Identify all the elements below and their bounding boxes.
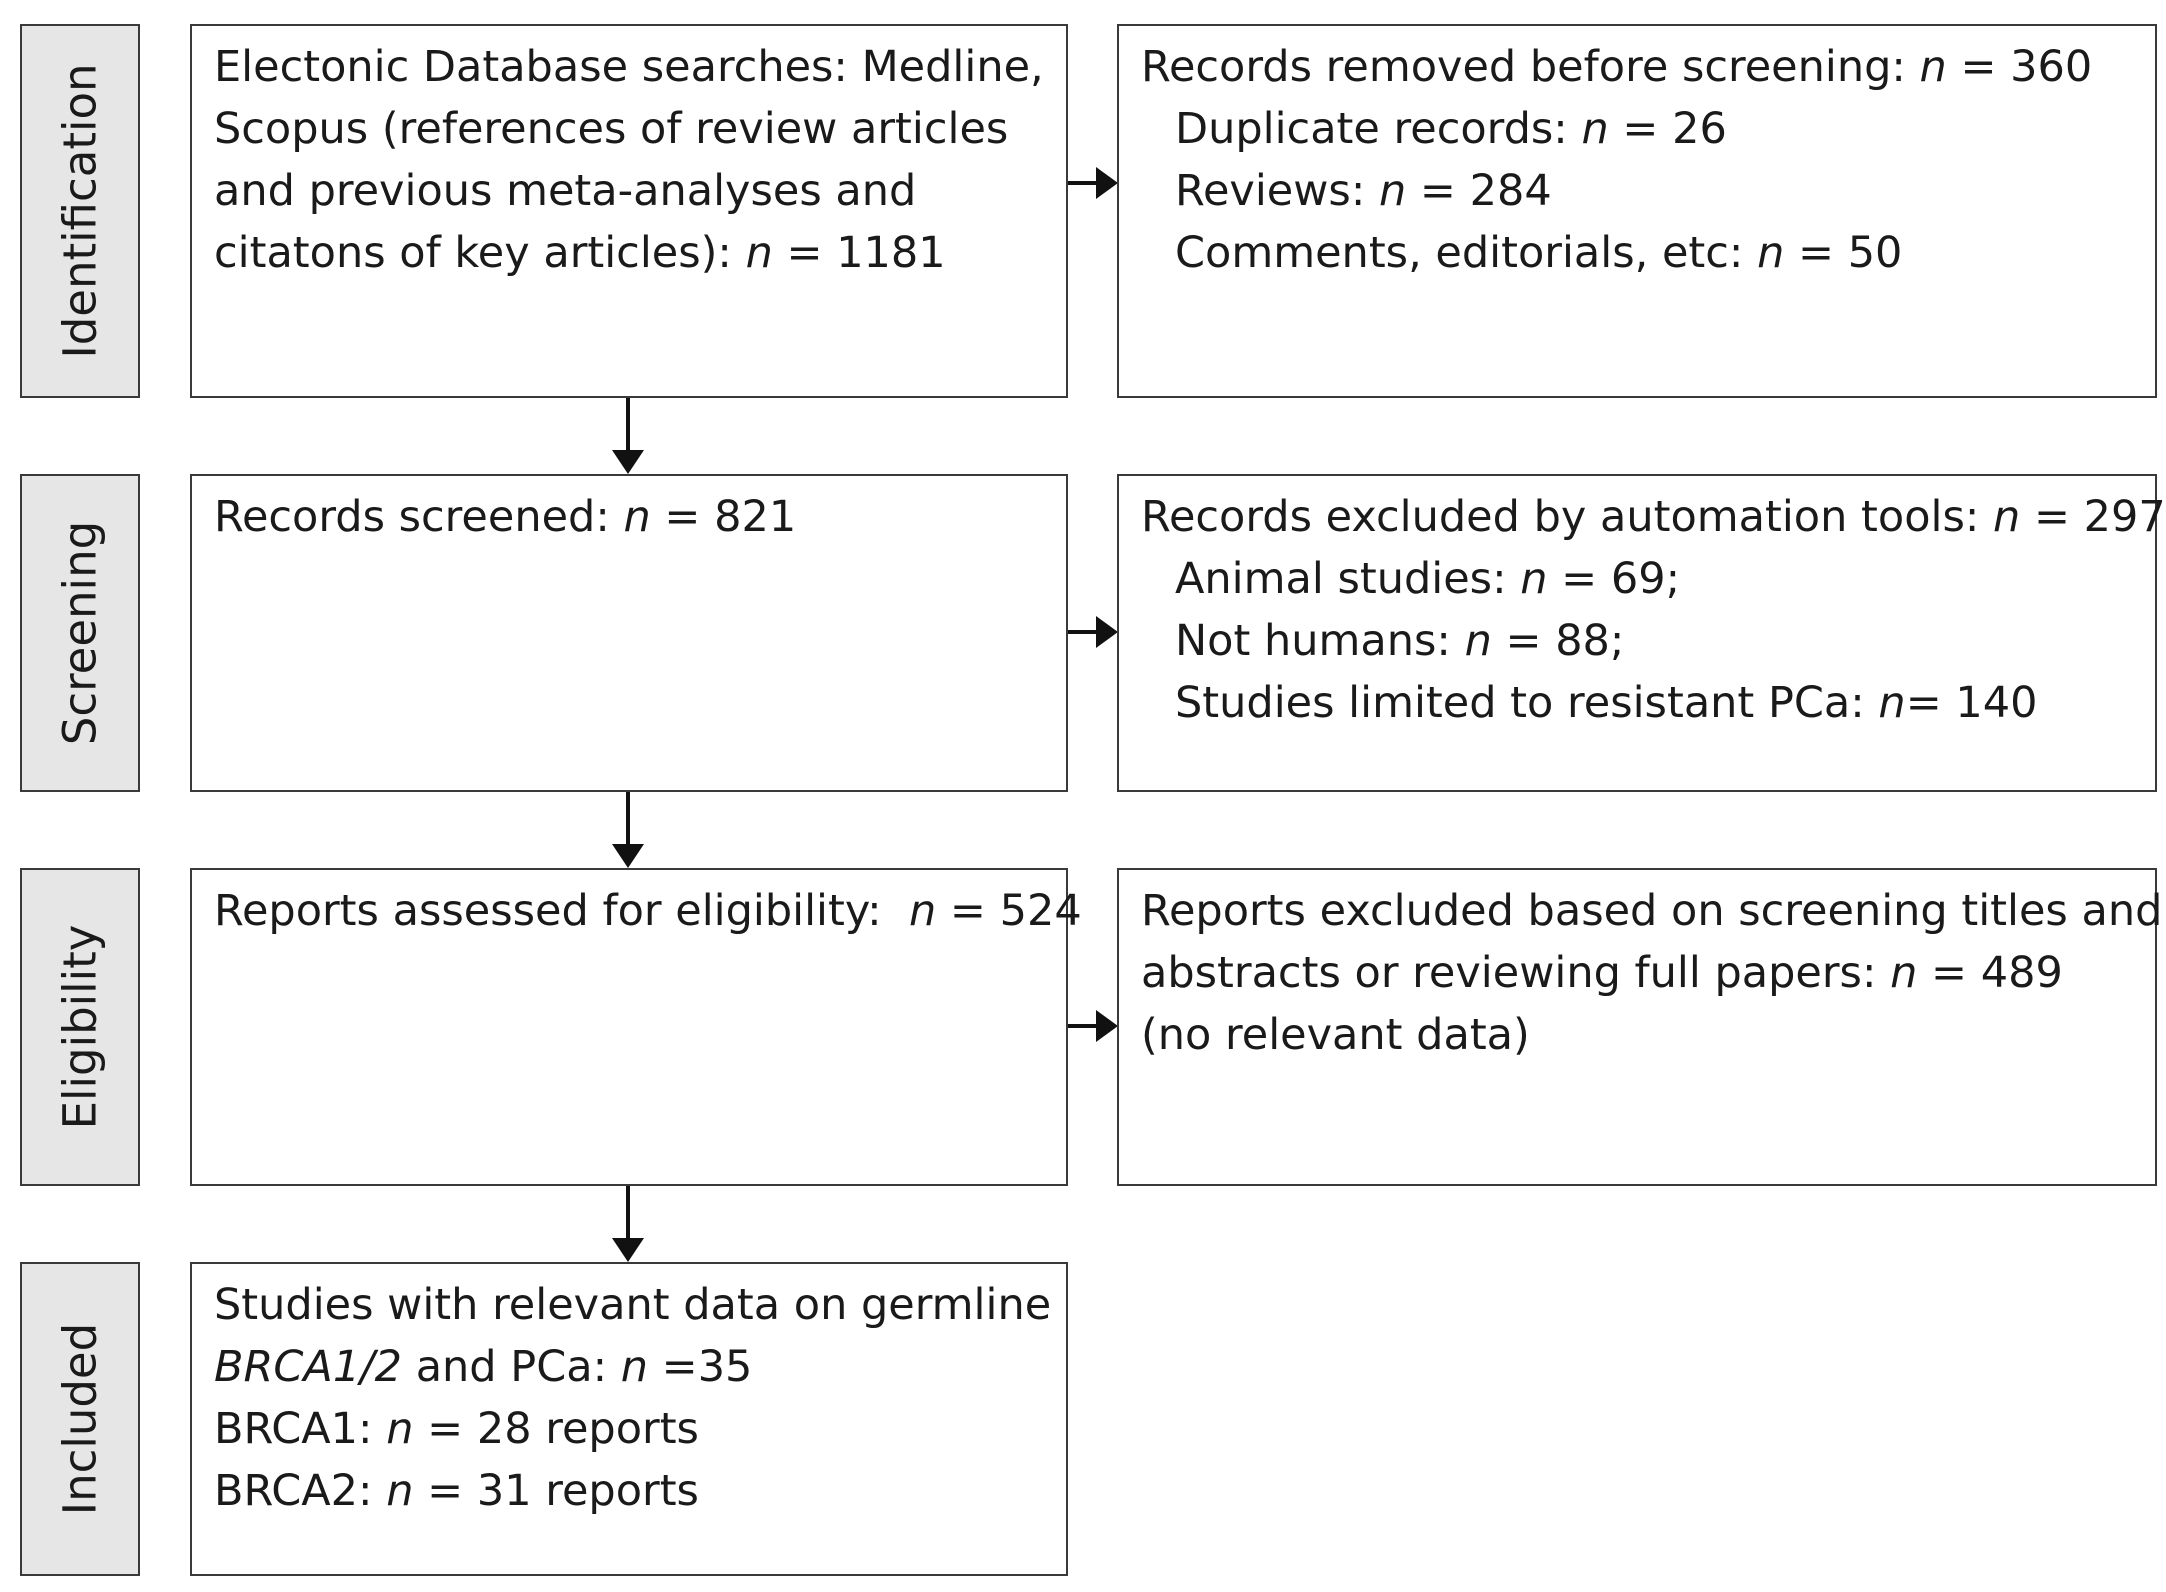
removed-item-duplicates-text: Duplicate records: (1175, 104, 1582, 154)
identified-line-4-text: citatons of key articles): (214, 228, 746, 278)
reports-excluded-line-1: Reports excluded based on screening titl… (1141, 886, 2163, 936)
reviews-count: = 284 (1406, 166, 1552, 216)
included-line-2-text: and PCa: (402, 1342, 621, 1392)
n-symbol: n (1520, 554, 1548, 604)
comments-count: = 50 (1784, 228, 1903, 278)
box-reports-assessed: Reports assessed for eligibility: n = 52… (190, 868, 1082, 1186)
arrowhead-screened-to-assessed (612, 844, 644, 868)
excluded-auto-count: = 297 (2020, 492, 2166, 542)
animal-count: = 69; (1547, 554, 1681, 604)
excluded-item-resistant: Studies limited to resistant PCa: n= 140 (1141, 672, 2133, 734)
box-records-identified: Electonic Database searches: Medline, Sc… (190, 24, 1068, 398)
brca2-label: BRCA2: (214, 1466, 387, 1516)
n-symbol: n (908, 886, 937, 936)
included-line-2: BRCA1/2 and PCa: n =35 (214, 1336, 1044, 1398)
n-symbol: n (1464, 616, 1492, 666)
identified-line-1: Electonic Database searches: Medline, (214, 42, 1044, 92)
assessed-line: Reports assessed for eligibility: n = 52… (214, 880, 1082, 942)
resistant-count: = 140 (1905, 678, 2038, 728)
box-records-removed: Records removed before screening: n = 36… (1117, 24, 2157, 398)
removed-title: Records removed before screening: n = 36… (1141, 36, 2133, 98)
n-symbol: n (1919, 42, 1947, 92)
box-records-screened: Records screened: n = 821 (190, 474, 1068, 792)
removed-title-text: Records removed before screening: (1141, 42, 1920, 92)
removed-item-comments: Comments, editorials, etc: n = 50 (1141, 222, 2133, 284)
stage-eligibility-label: Eligibility (53, 924, 107, 1130)
screened-count: = 821 (650, 492, 797, 542)
arrowhead-assessed-to-included (612, 1238, 644, 1262)
n-symbol: n (1993, 492, 2021, 542)
excluded-item-resistant-text: Studies limited to resistant PCa: (1175, 678, 1879, 728)
n-symbol: n (1890, 948, 1918, 998)
removed-item-duplicates: Duplicate records: n = 26 (1141, 98, 2133, 160)
n-symbol: n (623, 492, 651, 542)
excluded-auto-title: Records excluded by automation tools: n … (1141, 486, 2166, 548)
included-line-1: Studies with relevant data on germline (214, 1280, 1052, 1330)
screened-line: Records screened: n = 821 (214, 486, 1044, 548)
excluded-auto-title-text: Records excluded by automation tools: (1141, 492, 1994, 542)
stage-screening-label: Screening (53, 520, 107, 746)
arrowhead-assessed-to-excluded (1096, 1010, 1118, 1042)
n-symbol: n (386, 1404, 414, 1454)
stage-eligibility: Eligibility (20, 868, 140, 1186)
stage-identification-label: Identification (53, 63, 107, 359)
stage-included-label: Included (53, 1322, 107, 1516)
excluded-item-not-humans: Not humans: n = 88; (1141, 610, 2133, 672)
assessed-count: = 524 (936, 886, 1082, 936)
n-symbol: n (1757, 228, 1785, 278)
removed-count: = 360 (1946, 42, 2093, 92)
stage-identification: Identification (20, 24, 140, 398)
duplicates-count: = 26 (1608, 104, 1727, 154)
reports-excluded-line-2-text: abstracts or reviewing full papers: (1141, 948, 1891, 998)
gene-name: BRCA1/2 (214, 1342, 403, 1392)
reports-excluded-line-2: abstracts or reviewing full papers: n = … (1141, 942, 2133, 1004)
included-line-brca2: BRCA2: n = 31 reports (214, 1460, 1044, 1522)
n-symbol: n (1878, 678, 1906, 728)
n-symbol: n (386, 1466, 414, 1516)
n-symbol: n (1378, 166, 1407, 216)
arrowhead-identified-to-removed (1096, 167, 1118, 199)
excluded-item-animal: Animal studies: n = 69; (1141, 548, 2133, 610)
excluded-item-not-humans-text: Not humans: (1175, 616, 1465, 666)
stage-included: Included (20, 1262, 140, 1576)
excluded-item-animal-text: Animal studies: (1175, 554, 1521, 604)
identified-line-2: Scopus (references of review articles (214, 104, 1009, 154)
removed-item-reviews-text: Reviews: (1175, 166, 1379, 216)
not-humans-count: = 88; (1491, 616, 1625, 666)
box-reports-excluded: Reports excluded based on screening titl… (1117, 868, 2163, 1186)
box-studies-included: Studies with relevant data on germline B… (190, 1262, 1068, 1576)
identified-line-4: citatons of key articles): n = 1181 (214, 222, 1044, 284)
n-symbol: n (745, 228, 773, 278)
reports-excluded-count: = 489 (1917, 948, 2063, 998)
arrowhead-screened-to-excluded (1096, 616, 1118, 648)
removed-item-comments-text: Comments, editorials, etc: (1175, 228, 1758, 278)
removed-item-reviews: Reviews: n = 284 (1141, 160, 2133, 222)
identified-count: = 1181 (772, 228, 946, 278)
arrowhead-identified-to-screened (612, 450, 644, 474)
identified-line-3: and previous meta-analyses and (214, 166, 917, 216)
box-excluded-automation: Records excluded by automation tools: n … (1117, 474, 2166, 792)
n-symbol: n (1581, 104, 1609, 154)
included-count: =35 (648, 1342, 753, 1392)
n-symbol: n (620, 1342, 648, 1392)
reports-excluded-line-3: (no relevant data) (1141, 1010, 1530, 1060)
brca2-count: = 31 reports (413, 1466, 699, 1516)
brca1-count: = 28 reports (413, 1404, 699, 1454)
included-line-brca1: BRCA1: n = 28 reports (214, 1398, 1044, 1460)
screened-text: Records screened: (214, 492, 624, 542)
stage-screening: Screening (20, 474, 140, 792)
brca1-label: BRCA1: (214, 1404, 387, 1454)
assessed-text: Reports assessed for eligibility: (214, 886, 909, 936)
